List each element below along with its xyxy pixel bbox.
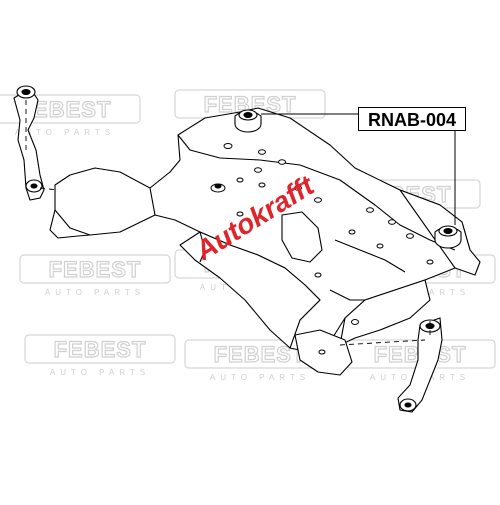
alignment-lines [25,100,431,346]
autokrafft-logo-text: Autokrafft [189,170,321,260]
watermark-mid-left: FEBEST AUTO PARTS [19,254,171,297]
svg-text:FEBEST: FEBEST [49,257,142,282]
svg-text:AUTO PARTS: AUTO PARTS [45,288,145,297]
leader-lines [261,113,456,225]
svg-text:FEBEST: FEBEST [54,337,147,362]
autokrafft-logo: Autokrafft [189,170,321,260]
watermark-bottom-center: FEBEST AUTO PARTS [184,339,336,382]
bushing-rear-right [434,225,462,249]
subframe-cutout [281,211,323,263]
svg-text:AUTO PARTS: AUTO PARTS [50,368,150,377]
center-bolt [210,183,226,193]
link-left [13,85,45,201]
mounting-holes [223,143,434,355]
svg-text:AUTO PARTS: AUTO PARTS [15,128,115,137]
bushing-rear-left [234,109,262,133]
subframe-lower-right [339,279,431,346]
subframe-left-arm [54,167,156,236]
svg-text:AUTO PARTS: AUTO PARTS [210,373,310,382]
watermark-bottom-left: FEBEST AUTO PARTS [24,334,176,377]
subframe-front-crossmember [179,231,321,349]
part-number-label: RNAB-004 [358,107,466,131]
